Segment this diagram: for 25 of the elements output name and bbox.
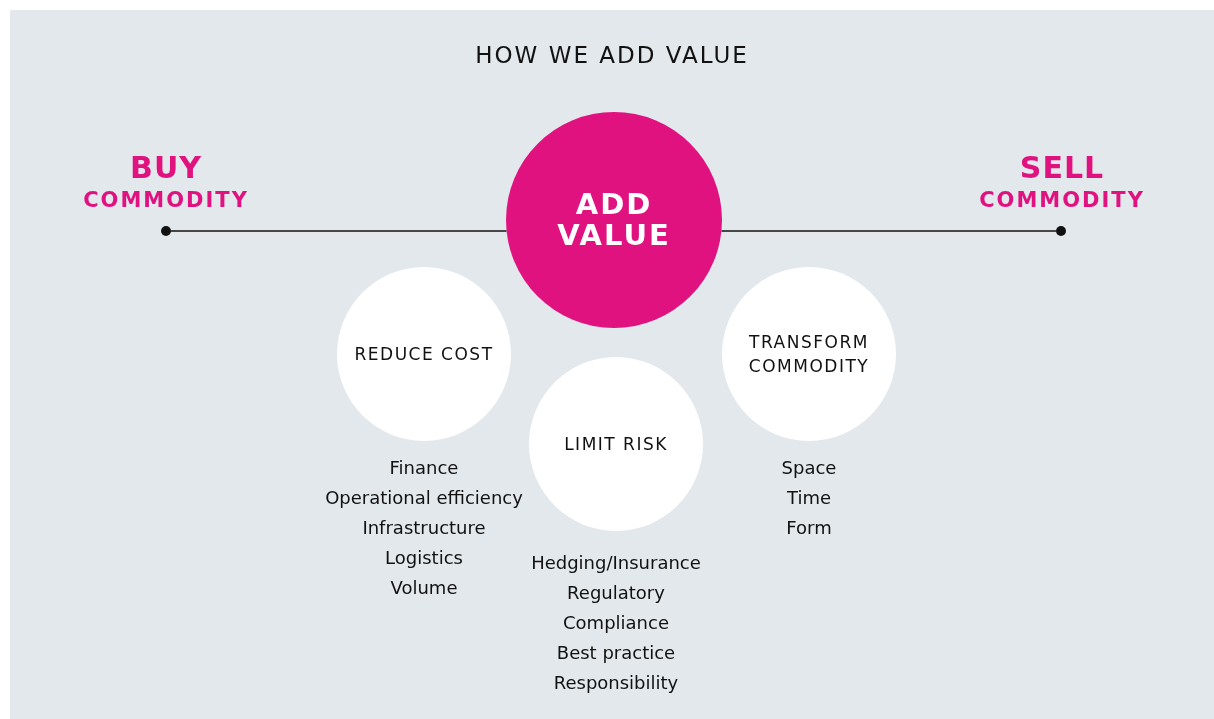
circle-label: TRANSFORM COMMODITY [747, 331, 871, 378]
circle-label: ADD VALUE [556, 189, 672, 251]
list-item: Compliance [562, 611, 670, 635]
action-subheading: COMMODITY [978, 187, 1146, 214]
list-item: Infrastructure [361, 516, 487, 540]
list-item: Responsibility [552, 671, 680, 695]
list-item: Hedging/Insurance [530, 551, 702, 575]
circle-label: LIMIT RISK [563, 433, 669, 456]
list-item: Time [785, 486, 833, 510]
list-item: Best practice [555, 641, 677, 665]
list-item: Form [785, 516, 833, 540]
action-subheading: COMMODITY [82, 187, 250, 214]
endpoint-dot [161, 226, 171, 236]
connector-line [720, 230, 1057, 232]
circle-label: REDUCE COST [353, 343, 495, 366]
list-item: Space [780, 456, 838, 480]
endpoint-dot [1056, 226, 1066, 236]
list-item: Finance [388, 456, 460, 480]
list-item: Operational efficiency [324, 486, 524, 510]
action-heading: SELL [1018, 150, 1106, 186]
diagram-title: HOW WE ADD VALUE [474, 42, 750, 68]
connector-line [170, 230, 508, 232]
action-heading: BUY [129, 150, 203, 186]
list-item: Regulatory [566, 581, 666, 605]
list-item: Volume [389, 576, 459, 600]
